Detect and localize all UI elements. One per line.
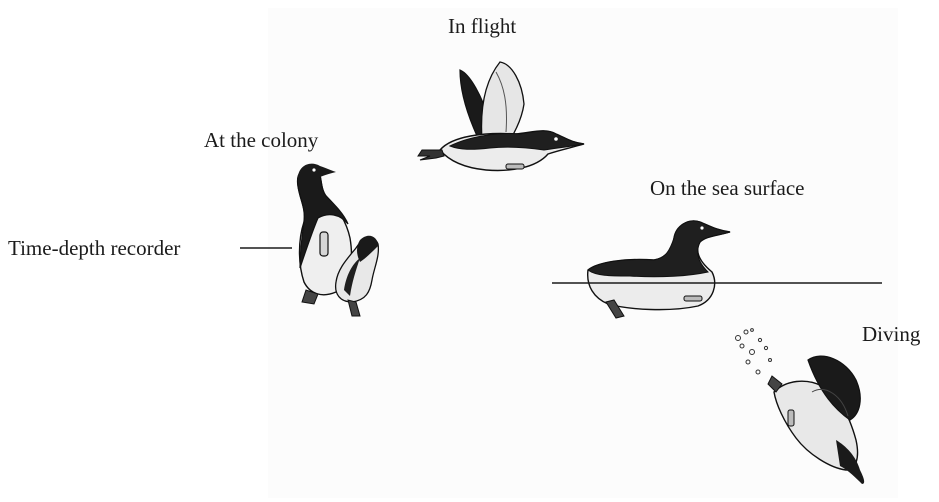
- diving-bird: [736, 329, 865, 484]
- label-diving: Diving: [862, 324, 920, 345]
- label-at-the-colony: At the colony: [204, 130, 318, 151]
- label-time-depth-recorder: Time-depth recorder: [8, 238, 180, 259]
- label-on-sea-surface: On the sea surface: [650, 178, 805, 199]
- colony-birds: [298, 164, 379, 316]
- label-in-flight: In flight: [448, 16, 516, 37]
- flying-bird: [418, 62, 584, 170]
- swimming-bird: [588, 221, 730, 318]
